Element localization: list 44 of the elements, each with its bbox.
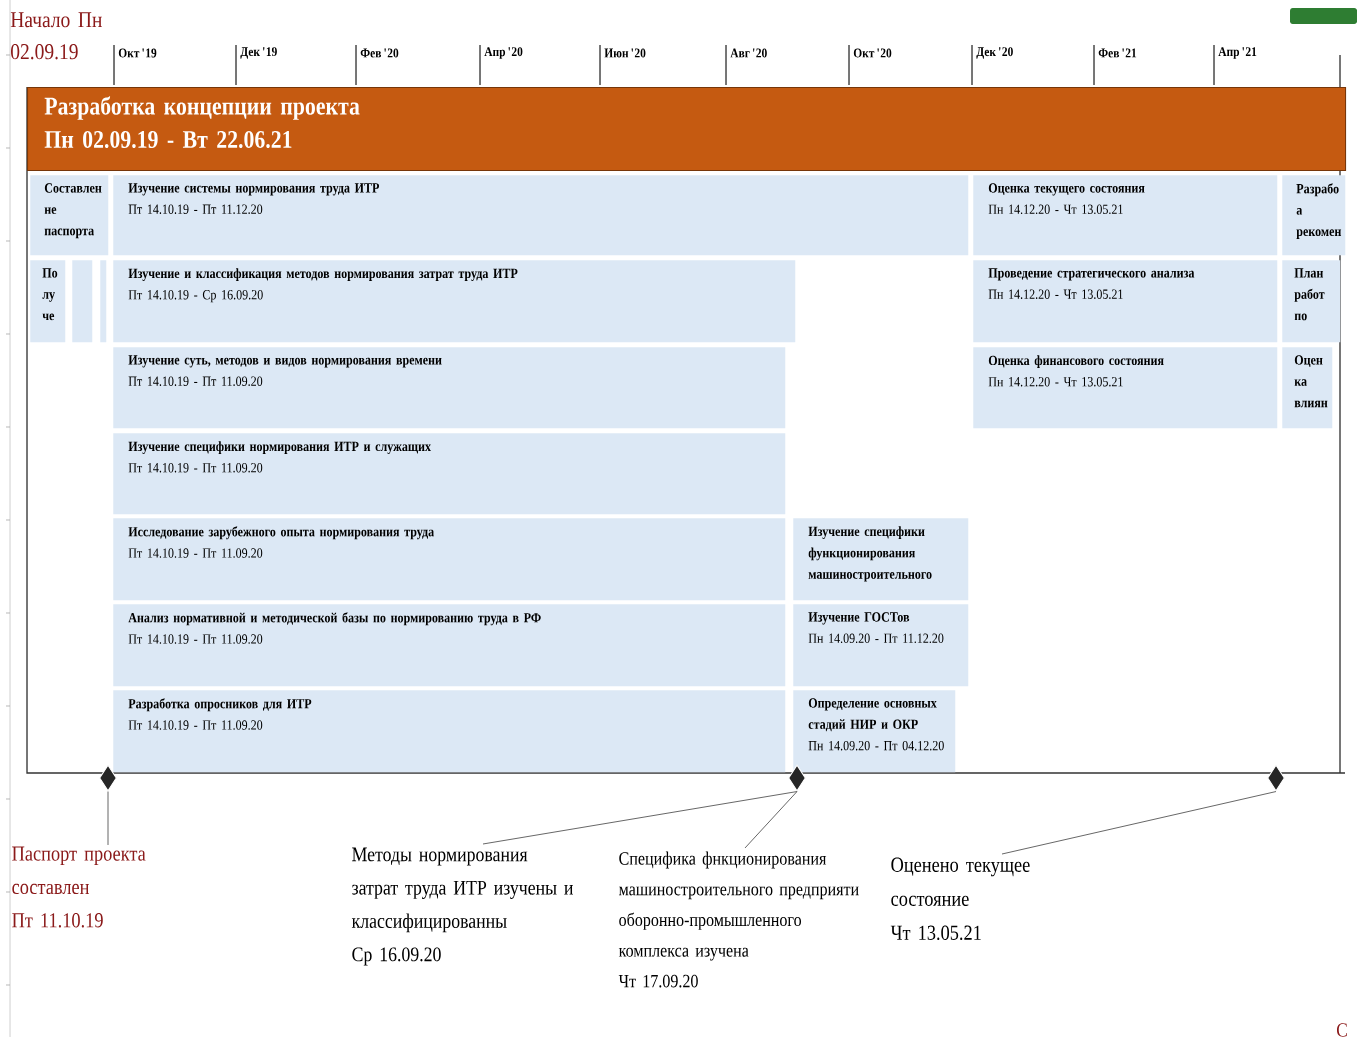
timescale-label: Дек '19 bbox=[240, 47, 277, 59]
leader-line bbox=[744, 791, 798, 849]
start-label: Начало Пн 02.09.19 bbox=[10, 12, 102, 60]
leader-line bbox=[107, 791, 109, 846]
end-label: С bbox=[1337, 1023, 1347, 1037]
task-box: Оценка текущего состояния Пн 14.12.20 - Чт 13.05.21 bbox=[973, 175, 1278, 256]
leader-line bbox=[482, 791, 798, 845]
task-box: Проведение стратегического анализа Пн 14.12.20 - Чт 13.05.21 bbox=[973, 260, 1278, 343]
milestone-label: Методы нормирования затрат труда ИТР изучены и классифицированны Ср 16.09.20 bbox=[351, 847, 573, 966]
task-box: Анализ нормативной и методической базы по нормированию труда в РФ Пт 14.10.19 - Пт 11.09.20 bbox=[113, 604, 786, 687]
task-box: Изучение специфики функционирования машиностроительного bbox=[793, 518, 969, 601]
task-box: Изучение и классификация методов нормирования затрат труда ИТР Пт 14.10.19 - Ср 16.09.20 bbox=[113, 260, 796, 343]
task-box: Разработка опросников для ИТР Пт 14.10.19 - Пт 11.09.20 bbox=[113, 690, 786, 773]
timescale-label: Фев '20 bbox=[360, 48, 399, 58]
task-box: Разрабо а рекомен bbox=[1282, 175, 1346, 256]
milestone-diamond bbox=[99, 764, 117, 792]
task-box: Оцен ка влиян bbox=[1282, 347, 1333, 429]
milestone-diamond bbox=[788, 764, 806, 792]
timescale-label: Июн '20 bbox=[604, 48, 646, 58]
task-box: Изучение суть, методов и видов нормирования времени Пт 14.10.19 - Пт 11.09.20 bbox=[113, 347, 786, 429]
leader-line bbox=[1001, 791, 1277, 855]
task-box bbox=[100, 260, 107, 343]
task-box bbox=[72, 260, 93, 343]
milestone-label: Паспорт проекта составлен Пт 11.10.19 bbox=[12, 846, 146, 928]
task-box: Изучение ГОСТов Пн 14.09.20 - Пт 11.12.20 bbox=[793, 604, 969, 687]
timescale-label: Апр '21 bbox=[1218, 47, 1257, 59]
milestone-label: Оценено текущее состояние Чт 13.05.21 bbox=[890, 857, 1030, 940]
task-box: Исследование зарубежного опыта нормирования труда Пт 14.10.19 - Пт 11.09.20 bbox=[113, 518, 786, 601]
timescale-label: Апр '20 bbox=[484, 47, 523, 59]
task-box: Определение основных стадий НИР и ОКР Пн 14.09.20 - Пт 04.12.20 bbox=[793, 690, 956, 773]
timescale-label: Фев '21 bbox=[1098, 48, 1137, 58]
milestone-diamond bbox=[1267, 764, 1285, 792]
timescale-label: Дек '20 bbox=[976, 47, 1013, 59]
task-box: По лу че bbox=[30, 260, 66, 343]
task-box: Составлен не паспорта bbox=[30, 175, 109, 256]
timescale-label: Окт '19 bbox=[118, 48, 157, 58]
task-box: Оценка финансового состояния Пн 14.12.20 - Чт 13.05.21 bbox=[973, 347, 1278, 429]
milestone-label: Специфика фнкционирования машиностроительного предприяти оборонно-промышленного комплекса изучена Чт 17.09.20 bbox=[618, 851, 859, 988]
task-box: Изучение специфики нормирования ИТР и служащих Пт 14.10.19 - Пт 11.09.20 bbox=[113, 433, 786, 515]
timescale-label: Окт '20 bbox=[853, 48, 892, 58]
timescale-label: Авг '20 bbox=[730, 48, 767, 58]
task-box: План работ по bbox=[1282, 260, 1341, 343]
summary-bar: Разработка концепции проекта Пн 02.09.19 - Вт 22.06.21 bbox=[27, 87, 1347, 172]
task-box: Изучение системы нормирования труда ИТР Пт 14.10.19 - Пт 11.12.20 bbox=[113, 175, 969, 256]
